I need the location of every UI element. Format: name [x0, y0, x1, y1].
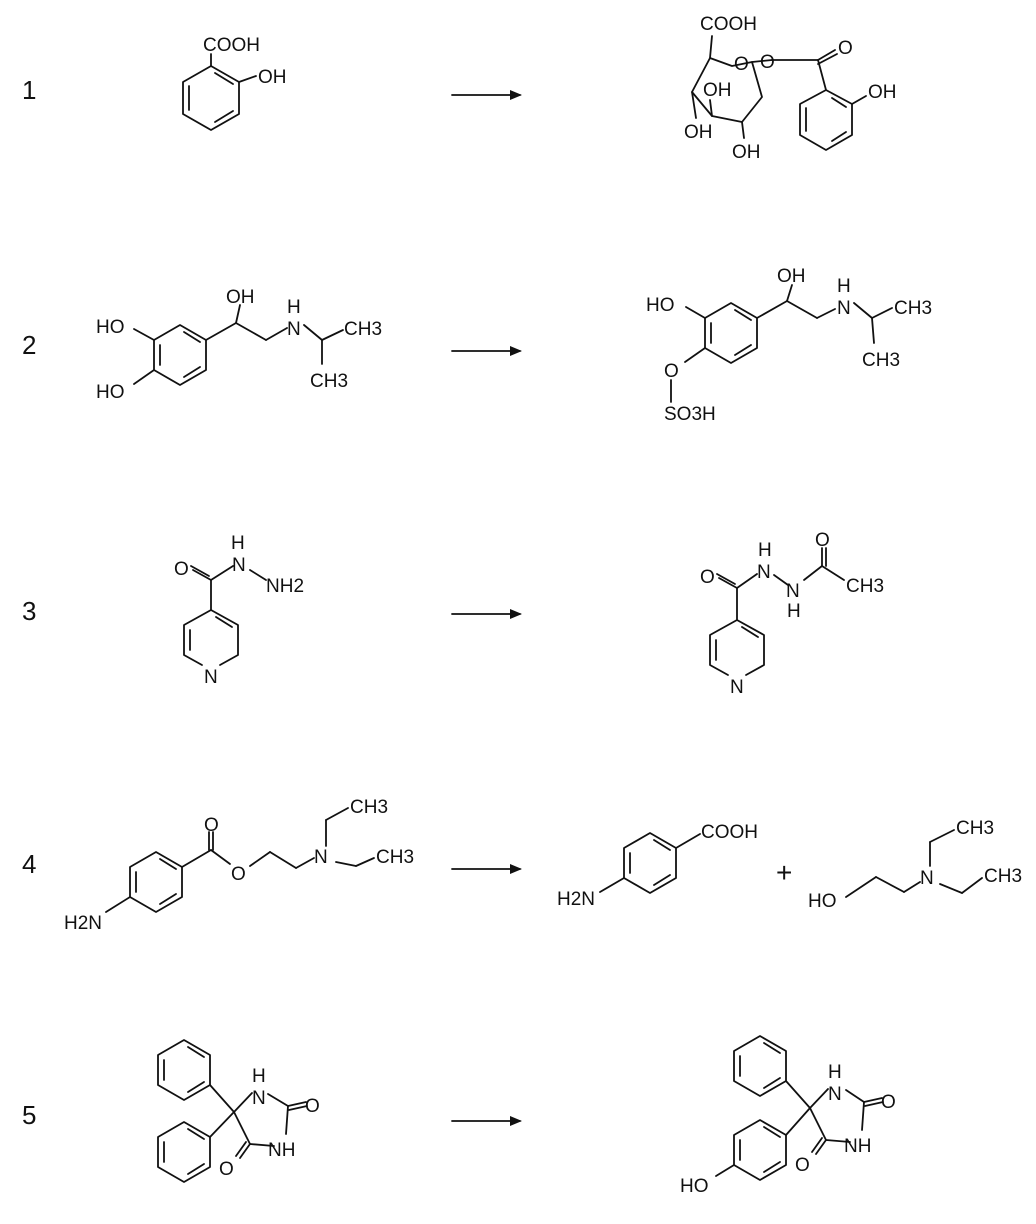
imide-hydrogen-label: H: [828, 1062, 842, 1083]
reaction-4: 4 O O N CH3 CH3 H2N: [22, 797, 1022, 934]
amide-hydrogen-label: H: [787, 601, 801, 622]
hydroxyl-label: OH: [258, 67, 287, 88]
carboxyl-label: COOH: [700, 14, 757, 35]
amino-label: NH2: [266, 576, 304, 597]
hydrazide-hydrogen-label: H: [758, 540, 772, 561]
amine-nitrogen-label: N: [287, 319, 301, 340]
imide-nh-label: NH: [844, 1136, 871, 1157]
reactant-procaine: O O N CH3 CH3 H2N: [64, 797, 414, 934]
amino-label: H2N: [64, 913, 102, 934]
imide-nitrogen-label: N: [828, 1084, 842, 1105]
methyl-label: CH3: [984, 866, 1022, 887]
product-acetylisoniazid: H N N H O O CH3 N: [700, 530, 884, 698]
methyl-label: CH3: [846, 576, 884, 597]
hydrazide-nitrogen-label: N: [757, 562, 771, 583]
ester-oxygen-label: O: [760, 52, 775, 73]
hydroxyl-label: HO: [646, 295, 675, 316]
reactant-phenytoin: H N O NH O: [157, 1039, 320, 1183]
product-isoproterenol-sulfate: HO OH H N CH3 CH3 O SO3H: [646, 266, 932, 425]
imide-hydrogen-label: H: [252, 1066, 266, 1087]
carbonyl-oxygen-label: O: [174, 559, 189, 580]
hydroxyl-label: HO: [96, 317, 125, 338]
phenol-hydroxyl-label: HO: [680, 1176, 709, 1197]
methyl-label: CH3: [956, 818, 994, 839]
hydrazide-nitrogen-label: N: [232, 555, 246, 576]
reaction-number: 2: [22, 330, 36, 360]
methyl-label: CH3: [862, 350, 900, 371]
hydroxyl-label: OH: [226, 287, 255, 308]
methyl-label: CH3: [894, 298, 932, 319]
plus-sign: +: [776, 857, 792, 888]
product-salicyl-glucuronide: COOH O O O OH OH OH OH: [684, 14, 897, 163]
carbonyl-oxygen-label: O: [700, 567, 715, 588]
hydrazide-hydrogen-label: H: [231, 533, 245, 554]
reactant-isoproterenol: HO HO OH H N CH3 CH3: [96, 287, 382, 403]
reaction-number: 1: [22, 75, 36, 105]
amine-nitrogen-label: N: [920, 868, 934, 889]
methyl-label: CH3: [310, 371, 348, 392]
product-diethylaminoethanol: CH3 N CH3 HO: [808, 818, 1022, 912]
reaction-number: 4: [22, 849, 36, 879]
carbonyl-oxygen-label: O: [305, 1096, 320, 1117]
reaction-number: 5: [22, 1100, 36, 1130]
sulfate-oxygen-label: O: [664, 361, 679, 382]
amino-label: H2N: [557, 889, 595, 910]
hydroxyl-label: HO: [96, 382, 125, 403]
amide-nitrogen-label: N: [786, 581, 800, 602]
hydroxyl-label: OH: [777, 266, 806, 287]
acetyl-oxygen-label: O: [815, 530, 830, 551]
methyl-label: CH3: [350, 797, 388, 818]
amine-nitrogen-label: N: [837, 298, 851, 319]
hydroxyl-label: OH: [732, 142, 761, 163]
amine-hydrogen-label: H: [287, 297, 301, 318]
reaction-5: 5 H N O NH: [22, 1035, 896, 1197]
hydroxyl-label: OH: [703, 80, 732, 101]
carbonyl-oxygen-label: O: [204, 815, 219, 836]
phenol-hydroxyl-label: OH: [868, 82, 897, 103]
reaction-1: 1 COOH OH: [22, 14, 897, 163]
carbonyl-oxygen-label: O: [881, 1092, 896, 1113]
sulfonic-acid-label: SO3H: [664, 404, 716, 425]
imide-nh-label: NH: [268, 1140, 295, 1161]
amine-nitrogen-label: N: [314, 847, 328, 868]
hydroxyl-label: OH: [684, 122, 713, 143]
ring-oxygen-label: O: [734, 54, 749, 75]
reaction-number: 3: [22, 596, 36, 626]
imide-nitrogen-label: N: [252, 1088, 266, 1109]
ester-oxygen-label: O: [231, 864, 246, 885]
product-hydroxyphenytoin: H N O NH O HO: [680, 1035, 896, 1197]
product-aminobenzoic-acid: COOH H2N: [557, 822, 758, 910]
carbonyl-oxygen-label: O: [838, 38, 853, 59]
amine-hydrogen-label: H: [837, 276, 851, 297]
hydroxyl-label: HO: [808, 891, 837, 912]
methyl-label: CH3: [344, 319, 382, 340]
pyridine-nitrogen-label: N: [730, 677, 744, 698]
reactant-salicylic-acid: COOH OH: [182, 35, 287, 131]
reaction-3: 3 H N NH2 O N: [22, 530, 884, 698]
reaction-2: 2 HO HO OH H N CH3 CH3: [22, 266, 932, 425]
reactant-isoniazid: H N NH2 O N: [174, 533, 304, 688]
carboxyl-label: COOH: [701, 822, 758, 843]
carboxyl-label: COOH: [203, 35, 260, 56]
carbonyl-oxygen-label: O: [219, 1159, 234, 1180]
pyridine-nitrogen-label: N: [204, 667, 218, 688]
carbonyl-oxygen-label: O: [795, 1155, 810, 1176]
methyl-label: CH3: [376, 847, 414, 868]
